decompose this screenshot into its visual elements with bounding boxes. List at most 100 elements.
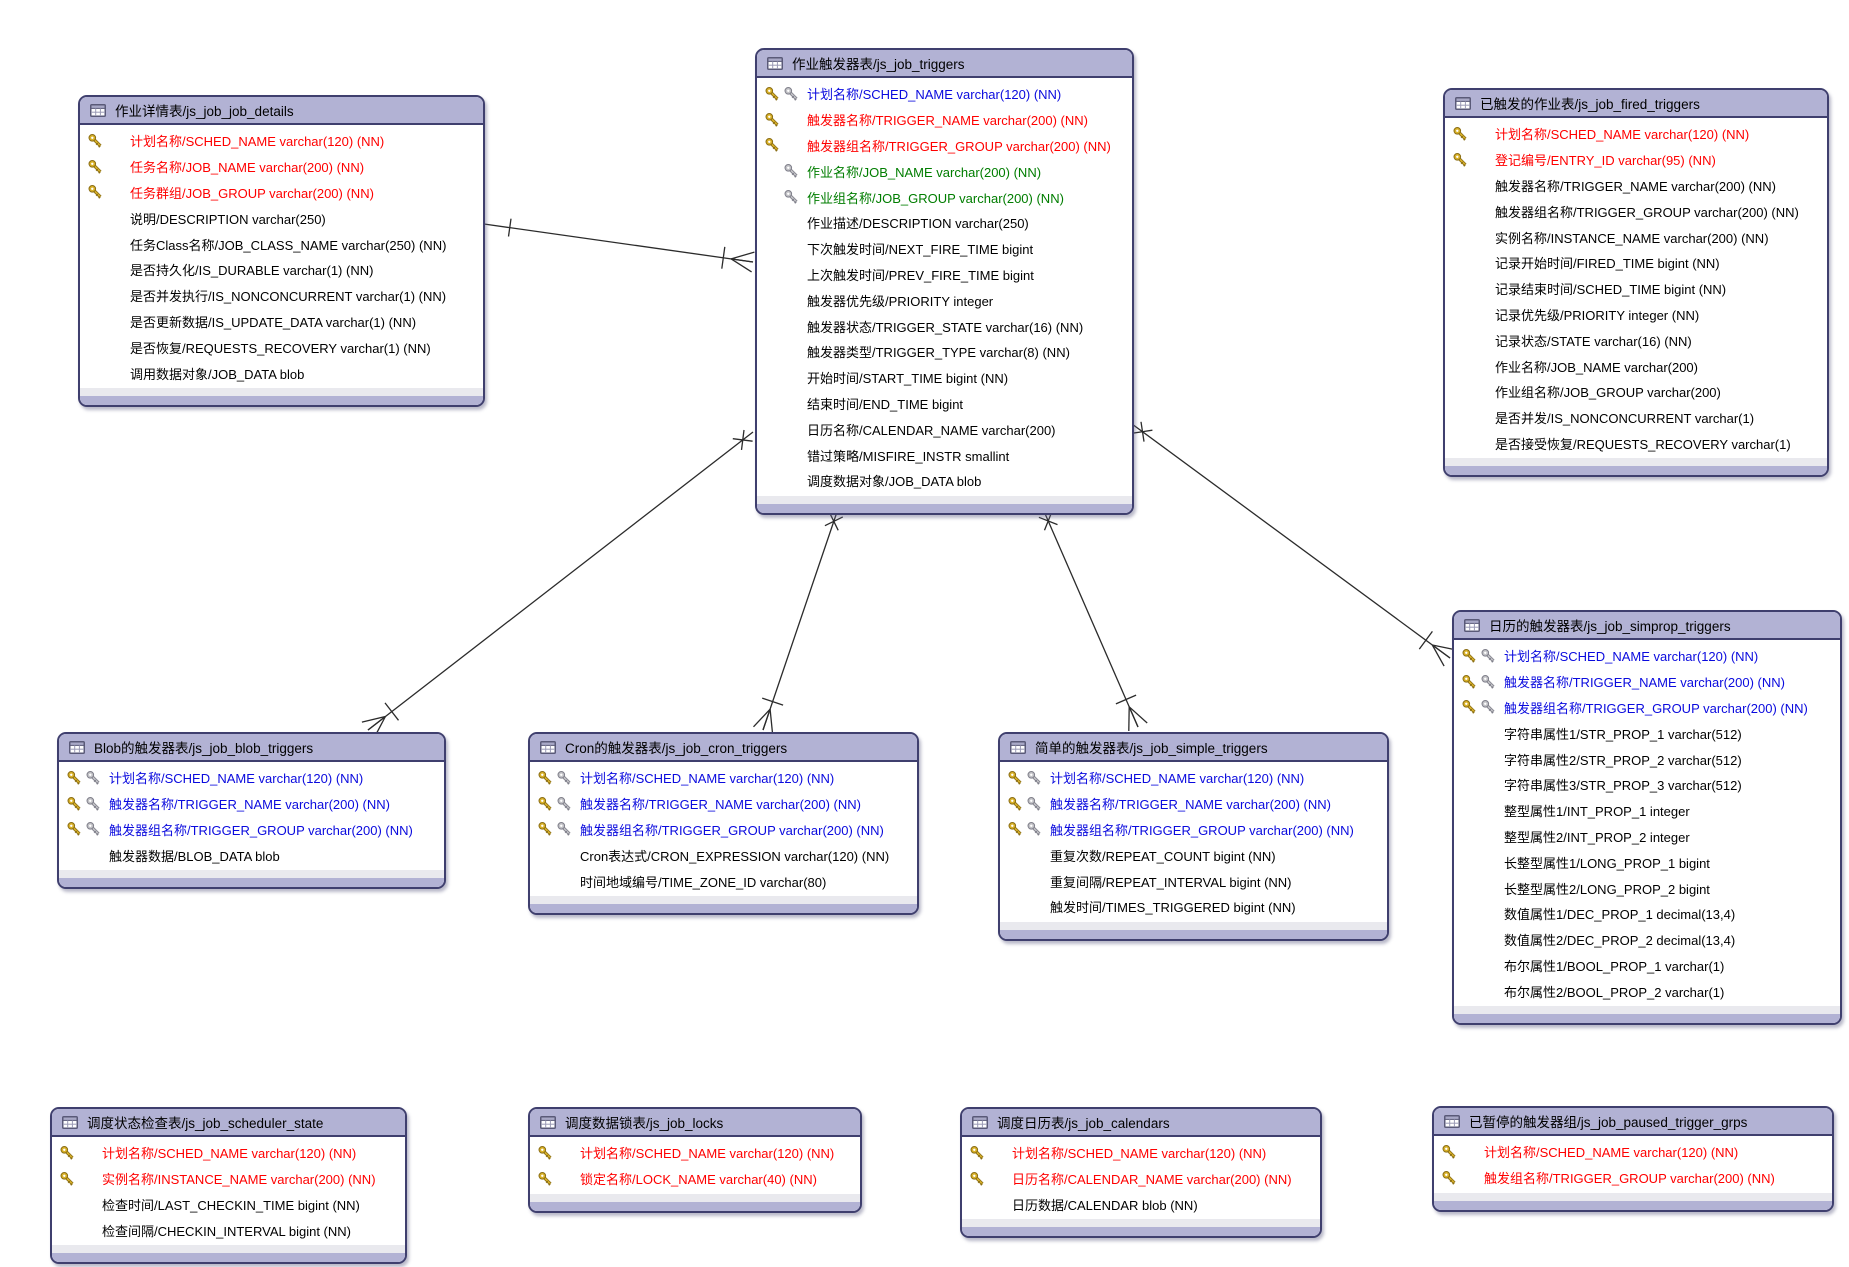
- field-row[interactable]: 触发器状态/TRIGGER_STATE varchar(16) (NN): [757, 313, 1132, 339]
- field-row[interactable]: 触发器名称/TRIGGER_NAME varchar(200) (NN): [757, 107, 1132, 133]
- table-header-triggers[interactable]: 作业触发器表/js_job_triggers: [757, 50, 1132, 78]
- field-row[interactable]: 重复次数/REPEAT_COUNT bigint (NN): [1000, 842, 1387, 868]
- table-header-scheduler_state[interactable]: 调度状态检查表/js_job_scheduler_state: [52, 1109, 405, 1137]
- field-row[interactable]: 触发器名称/TRIGGER_NAME varchar(200) (NN): [1000, 791, 1387, 817]
- field-row[interactable]: 长整型属性2/LONG_PROP_2 bigint: [1454, 875, 1840, 901]
- table-card-paused_trigger_grps[interactable]: 已暂停的触发器组/js_job_paused_trigger_grps 计划名称/…: [1432, 1106, 1834, 1212]
- table-card-triggers[interactable]: 作业触发器表/js_job_triggers 计划名称/SCHED_NAME va…: [755, 48, 1134, 515]
- table-card-calendars[interactable]: 调度日历表/js_job_calendars 计划名称/SCHED_NAME va…: [960, 1107, 1322, 1239]
- field-row[interactable]: 记录优先级/PRIORITY integer (NN): [1445, 302, 1827, 328]
- field-row[interactable]: 上次触发时间/PREV_FIRE_TIME bigint: [757, 262, 1132, 288]
- field-row[interactable]: 布尔属性2/BOOL_PROP_2 varchar(1): [1454, 978, 1840, 1004]
- field-row[interactable]: 字符串属性1/STR_PROP_1 varchar(512): [1454, 720, 1840, 746]
- field-row[interactable]: 日历名称/CALENDAR_NAME varchar(200): [757, 416, 1132, 442]
- field-row[interactable]: 触发器类型/TRIGGER_TYPE varchar(8) (NN): [757, 339, 1132, 365]
- table-card-cron_triggers[interactable]: Cron的触发器表/js_job_cron_triggers 计划名称/SCHED…: [528, 732, 919, 915]
- field-row[interactable]: 记录结束时间/SCHED_TIME bigint (NN): [1445, 276, 1827, 302]
- field-row[interactable]: 计划名称/SCHED_NAME varchar(120) (NN): [1434, 1139, 1832, 1165]
- field-row[interactable]: 是否更新数据/IS_UPDATE_DATA varchar(1) (NN): [80, 309, 483, 335]
- field-row[interactable]: 触发器名称/TRIGGER_NAME varchar(200) (NN): [59, 791, 444, 817]
- field-row[interactable]: 计划名称/SCHED_NAME varchar(120) (NN): [52, 1140, 405, 1166]
- field-row[interactable]: 触发器组名称/TRIGGER_GROUP varchar(200) (NN): [757, 133, 1132, 159]
- field-row[interactable]: 计划名称/SCHED_NAME varchar(120) (NN): [1445, 121, 1827, 147]
- table-header-job_details[interactable]: 作业详情表/js_job_job_details: [80, 97, 483, 125]
- field-row[interactable]: 长整型属性1/LONG_PROP_1 bigint: [1454, 849, 1840, 875]
- field-row[interactable]: 是否持久化/IS_DURABLE varchar(1) (NN): [80, 257, 483, 283]
- field-row[interactable]: 计划名称/SCHED_NAME varchar(120) (NN): [1000, 765, 1387, 791]
- table-header-simple_triggers[interactable]: 简单的触发器表/js_job_simple_triggers: [1000, 734, 1387, 762]
- field-row[interactable]: 触发器组名称/TRIGGER_GROUP varchar(200) (NN): [530, 817, 917, 843]
- table-card-fired_triggers[interactable]: 已触发的作业表/js_job_fired_triggers 计划名称/SCHED_…: [1443, 88, 1829, 478]
- field-row[interactable]: 字符串属性2/STR_PROP_2 varchar(512): [1454, 746, 1840, 772]
- field-row[interactable]: 计划名称/SCHED_NAME varchar(120) (NN): [757, 81, 1132, 107]
- field-row[interactable]: 锁定名称/LOCK_NAME varchar(40) (NN): [530, 1166, 860, 1192]
- table-header-cron_triggers[interactable]: Cron的触发器表/js_job_cron_triggers: [530, 734, 917, 762]
- field-row[interactable]: 检查间隔/CHECKIN_INTERVAL bigint (NN): [52, 1217, 405, 1243]
- field-row[interactable]: 触发器名称/TRIGGER_NAME varchar(200) (NN): [530, 791, 917, 817]
- field-row[interactable]: 触发器组名称/TRIGGER_GROUP varchar(200) (NN): [1445, 198, 1827, 224]
- field-row[interactable]: 数值属性1/DEC_PROP_1 decimal(13,4): [1454, 901, 1840, 927]
- field-row[interactable]: 作业描述/DESCRIPTION varchar(250): [757, 210, 1132, 236]
- field-row[interactable]: 触发器优先级/PRIORITY integer: [757, 287, 1132, 313]
- table-header-paused_trigger_grps[interactable]: 已暂停的触发器组/js_job_paused_trigger_grps: [1434, 1108, 1832, 1136]
- field-row[interactable]: 作业组名称/JOB_GROUP varchar(200): [1445, 379, 1827, 405]
- field-row[interactable]: 触发器组名称/TRIGGER_GROUP varchar(200) (NN): [1454, 695, 1840, 721]
- table-card-blob_triggers[interactable]: Blob的触发器表/js_job_blob_triggers 计划名称/SCHED…: [57, 732, 446, 890]
- field-row[interactable]: 重复间隔/REPEAT_INTERVAL bigint (NN): [1000, 868, 1387, 894]
- field-row[interactable]: 作业名称/JOB_NAME varchar(200) (NN): [757, 158, 1132, 184]
- field-row[interactable]: 数值属性2/DEC_PROP_2 decimal(13,4): [1454, 927, 1840, 953]
- field-row[interactable]: 记录开始时间/FIRED_TIME bigint (NN): [1445, 250, 1827, 276]
- table-card-simple_triggers[interactable]: 简单的触发器表/js_job_simple_triggers 计划名称/SCHED…: [998, 732, 1389, 941]
- field-row[interactable]: 整型属性2/INT_PROP_2 integer: [1454, 824, 1840, 850]
- field-row[interactable]: 触发器数据/BLOB_DATA blob: [59, 842, 444, 868]
- field-row[interactable]: 是否恢复/REQUESTS_RECOVERY varchar(1) (NN): [80, 334, 483, 360]
- field-row[interactable]: 作业组名称/JOB_GROUP varchar(200) (NN): [757, 184, 1132, 210]
- field-row[interactable]: 下次触发时间/NEXT_FIRE_TIME bigint: [757, 236, 1132, 262]
- field-row[interactable]: 是否接受恢复/REQUESTS_RECOVERY varchar(1): [1445, 431, 1827, 457]
- table-header-fired_triggers[interactable]: 已触发的作业表/js_job_fired_triggers: [1445, 90, 1827, 118]
- field-row[interactable]: 时间地域编号/TIME_ZONE_ID varchar(80): [530, 868, 917, 894]
- field-row[interactable]: 任务名称/JOB_NAME varchar(200) (NN): [80, 154, 483, 180]
- field-row[interactable]: 计划名称/SCHED_NAME varchar(120) (NN): [80, 128, 483, 154]
- field-row[interactable]: 记录状态/STATE varchar(16) (NN): [1445, 327, 1827, 353]
- field-row[interactable]: Cron表达式/CRON_EXPRESSION varchar(120) (NN…: [530, 842, 917, 868]
- table-card-locks[interactable]: 调度数据锁表/js_job_locks 计划名称/SCHED_NAME varch…: [528, 1107, 862, 1213]
- field-row[interactable]: 任务群组/JOB_GROUP varchar(200) (NN): [80, 180, 483, 206]
- table-card-simprop_triggers[interactable]: 日历的触发器表/js_job_simprop_triggers 计划名称/SCHE…: [1452, 610, 1842, 1026]
- field-row[interactable]: 调用数据对象/JOB_DATA blob: [80, 360, 483, 386]
- field-row[interactable]: 触发器名称/TRIGGER_NAME varchar(200) (NN): [1445, 173, 1827, 199]
- field-row[interactable]: 实例名称/INSTANCE_NAME varchar(200) (NN): [1445, 224, 1827, 250]
- table-header-locks[interactable]: 调度数据锁表/js_job_locks: [530, 1109, 860, 1137]
- field-row[interactable]: 检查时间/LAST_CHECKIN_TIME bigint (NN): [52, 1192, 405, 1218]
- field-row[interactable]: 计划名称/SCHED_NAME varchar(120) (NN): [1454, 643, 1840, 669]
- field-row[interactable]: 日历数据/CALENDAR blob (NN): [962, 1192, 1320, 1218]
- field-row[interactable]: 作业名称/JOB_NAME varchar(200): [1445, 353, 1827, 379]
- field-row[interactable]: 登记编号/ENTRY_ID varchar(95) (NN): [1445, 147, 1827, 173]
- field-row[interactable]: 结束时间/END_TIME bigint: [757, 391, 1132, 417]
- field-row[interactable]: 触发器名称/TRIGGER_NAME varchar(200) (NN): [1454, 669, 1840, 695]
- field-row[interactable]: 触发时间/TIMES_TRIGGERED bigint (NN): [1000, 894, 1387, 920]
- field-row[interactable]: 计划名称/SCHED_NAME varchar(120) (NN): [962, 1140, 1320, 1166]
- field-row[interactable]: 触发器组名称/TRIGGER_GROUP varchar(200) (NN): [59, 817, 444, 843]
- field-row[interactable]: 实例名称/INSTANCE_NAME varchar(200) (NN): [52, 1166, 405, 1192]
- field-row[interactable]: 布尔属性1/BOOL_PROP_1 varchar(1): [1454, 953, 1840, 979]
- table-header-blob_triggers[interactable]: Blob的触发器表/js_job_blob_triggers: [59, 734, 444, 762]
- field-row[interactable]: 字符串属性3/STR_PROP_3 varchar(512): [1454, 772, 1840, 798]
- field-row[interactable]: 日历名称/CALENDAR_NAME varchar(200) (NN): [962, 1166, 1320, 1192]
- field-row[interactable]: 计划名称/SCHED_NAME varchar(120) (NN): [59, 765, 444, 791]
- field-row[interactable]: 是否并发/IS_NONCONCURRENT varchar(1): [1445, 405, 1827, 431]
- table-header-simprop_triggers[interactable]: 日历的触发器表/js_job_simprop_triggers: [1454, 612, 1840, 640]
- field-row[interactable]: 调度数据对象/JOB_DATA blob: [757, 468, 1132, 494]
- table-card-job_details[interactable]: 作业详情表/js_job_job_details 计划名称/SCHED_NAME …: [78, 95, 485, 407]
- table-card-scheduler_state[interactable]: 调度状态检查表/js_job_scheduler_state 计划名称/SCHED…: [50, 1107, 407, 1265]
- field-row[interactable]: 是否并发执行/IS_NONCONCURRENT varchar(1) (NN): [80, 283, 483, 309]
- field-row[interactable]: 任务Class名称/JOB_CLASS_NAME varchar(250) (N…: [80, 231, 483, 257]
- table-header-calendars[interactable]: 调度日历表/js_job_calendars: [962, 1109, 1320, 1137]
- field-row[interactable]: 计划名称/SCHED_NAME varchar(120) (NN): [530, 1140, 860, 1166]
- field-row[interactable]: 触发器组名称/TRIGGER_GROUP varchar(200) (NN): [1000, 817, 1387, 843]
- field-row[interactable]: 错过策略/MISFIRE_INSTR smallint: [757, 442, 1132, 468]
- field-row[interactable]: 触发组名称/TRIGGER_GROUP varchar(200) (NN): [1434, 1165, 1832, 1191]
- field-row[interactable]: 说明/DESCRIPTION varchar(250): [80, 205, 483, 231]
- field-row[interactable]: 开始时间/START_TIME bigint (NN): [757, 365, 1132, 391]
- field-row[interactable]: 计划名称/SCHED_NAME varchar(120) (NN): [530, 765, 917, 791]
